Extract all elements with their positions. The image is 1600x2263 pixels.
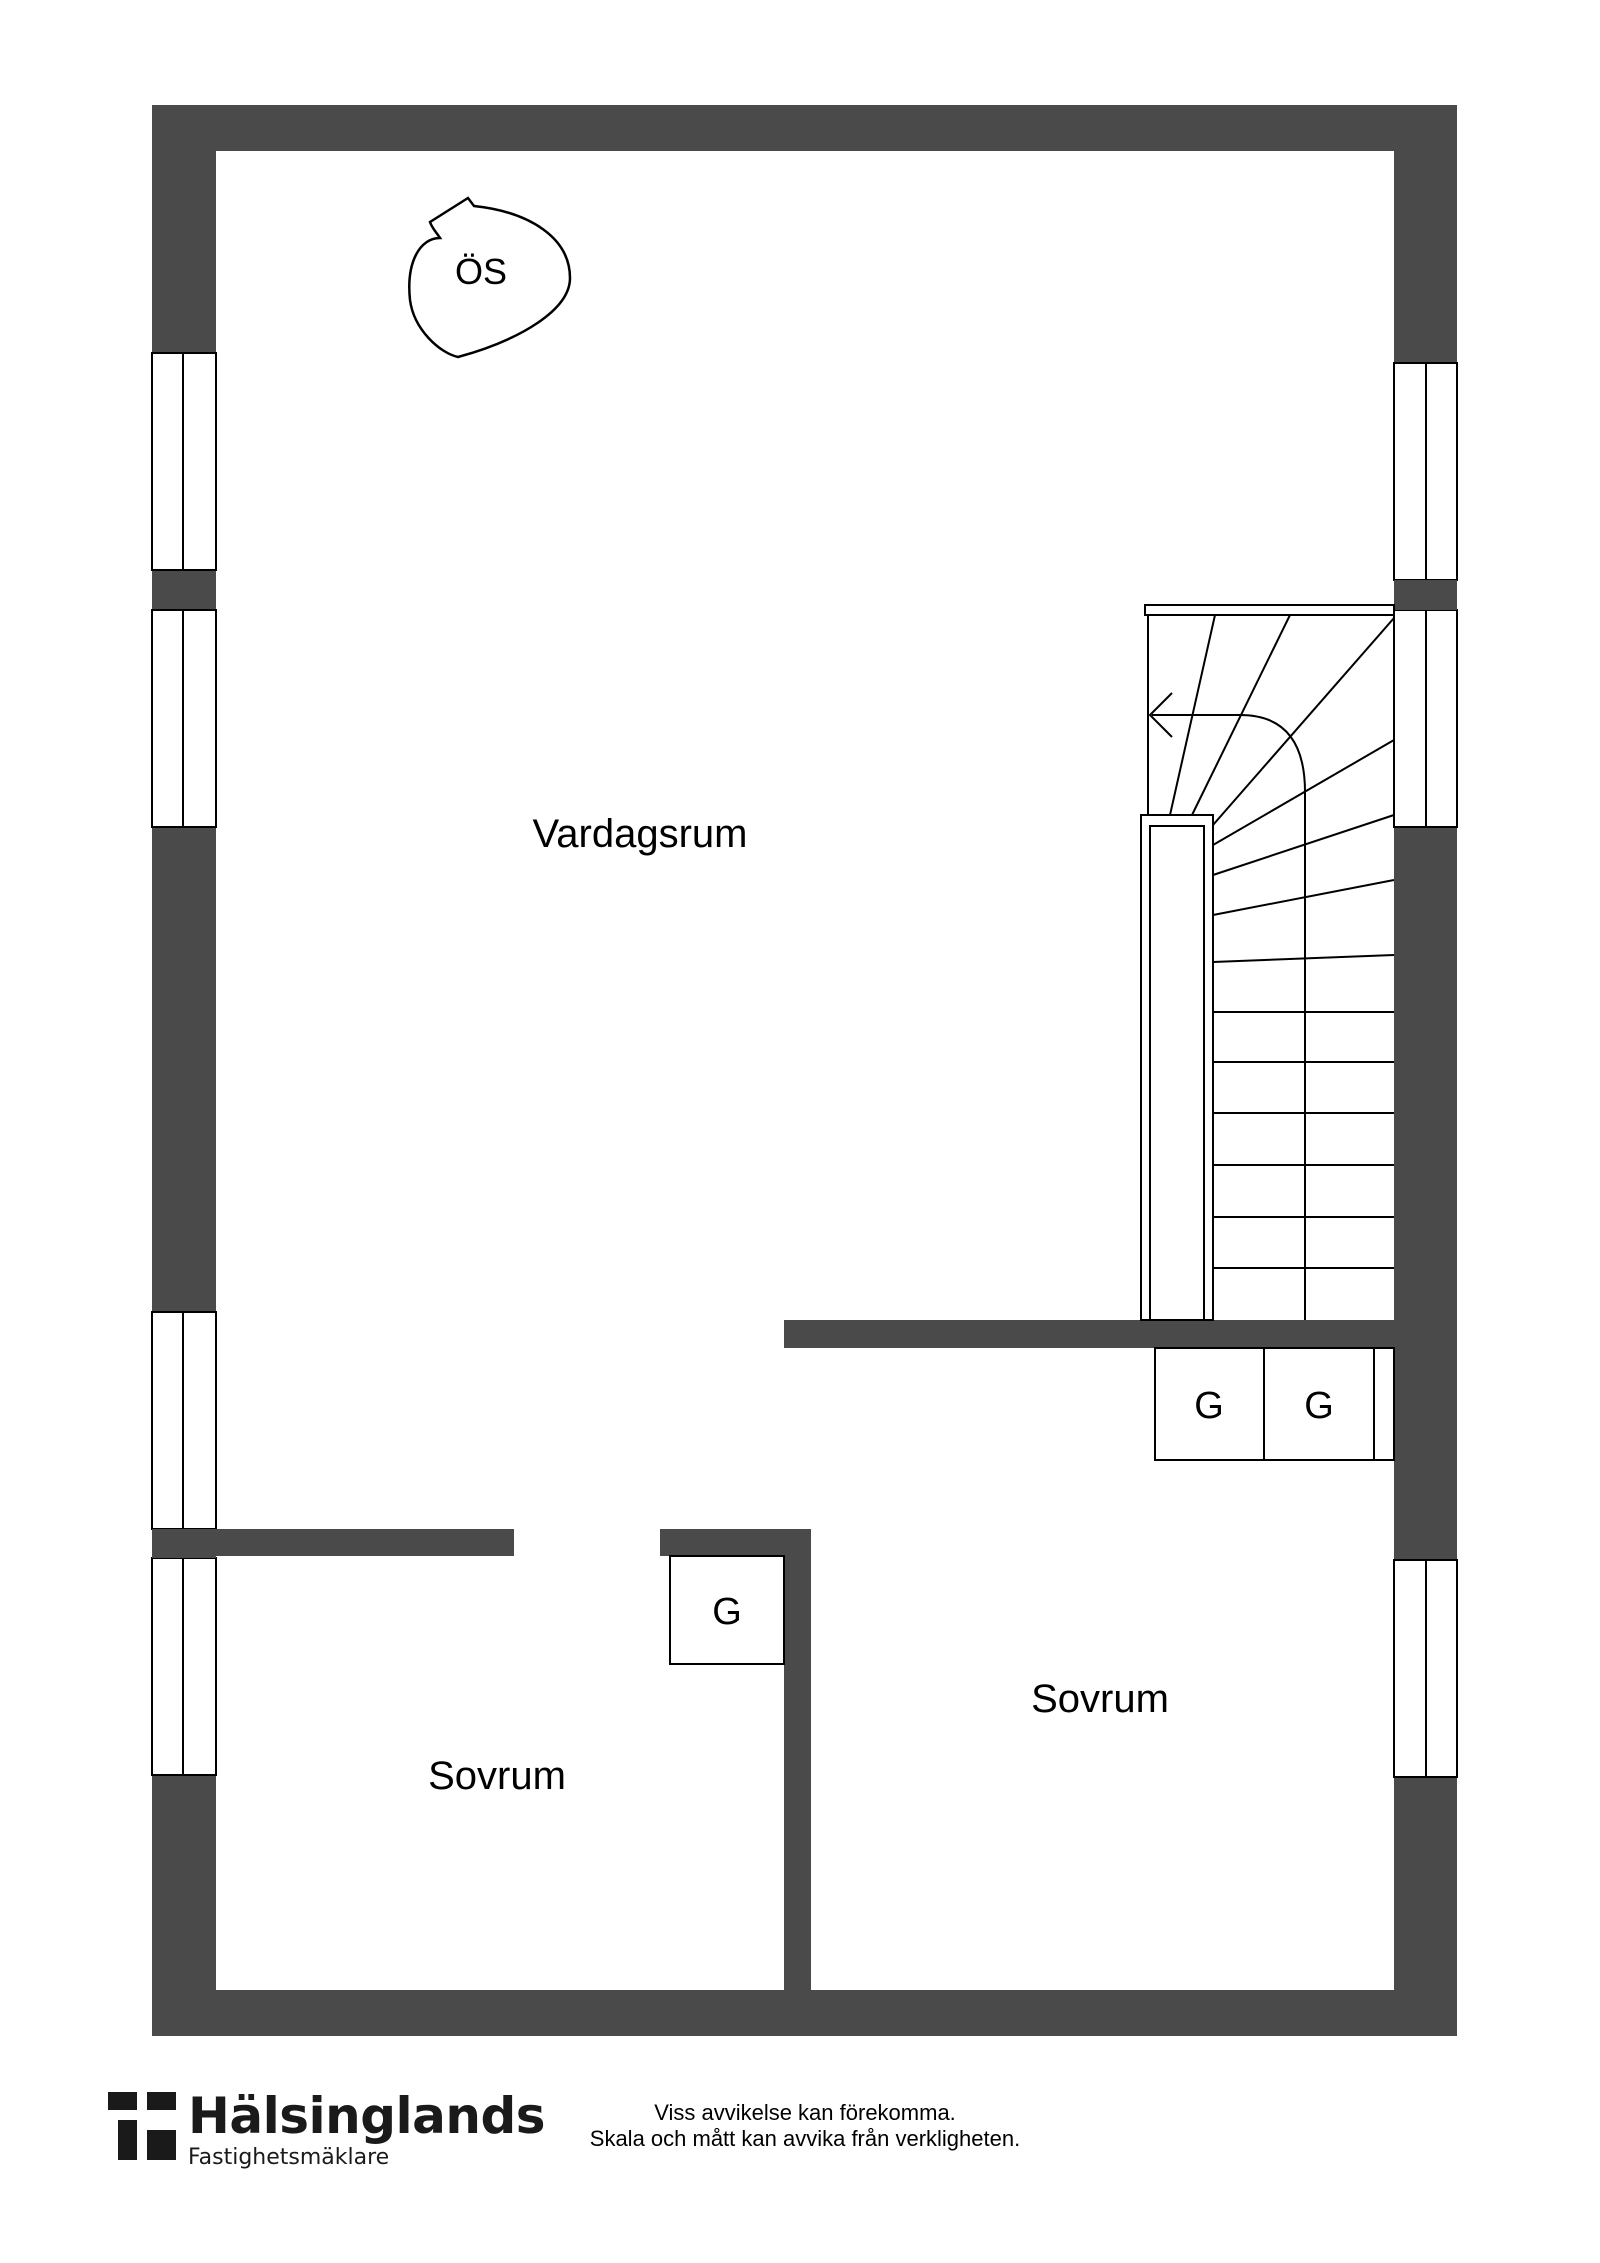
stove-icon	[408, 196, 572, 359]
wall-bottom	[152, 1990, 1457, 2036]
wardrobes	[669, 1347, 1395, 1665]
room-label-living: Vardagsrum	[533, 812, 748, 856]
disclaimer-line-1: Viss avvikelse kan förekomma.	[654, 2100, 956, 2125]
disclaimer-line-2: Skala och mått kan avvika från verklighe…	[589, 2126, 1021, 2151]
brand-logo: Hälsinglands Fastighetsmäklare	[108, 2087, 546, 2170]
brand-tagline: Fastighetsmäklare	[188, 2145, 390, 2170]
wall-bedroom-top-left	[216, 1529, 514, 1556]
wall-bedroom-divider	[784, 1529, 811, 1990]
interior-walls	[216, 1320, 1394, 1990]
stove-label: ÖS	[455, 251, 507, 292]
windows	[151, 352, 1458, 1778]
disclaimer: Viss avvikelse kan förekomma. Skala och …	[540, 2100, 1070, 2152]
room-label-bedroom-right: Sovrum	[1031, 1677, 1169, 1721]
halsinglands-logo-icon	[108, 2092, 176, 2160]
wall-stairs-bottom	[784, 1320, 1394, 1348]
staircase	[1140, 604, 1395, 1321]
room-label-bedroom-left: Sovrum	[428, 1754, 566, 1798]
arrow-left-icon	[1148, 692, 1173, 738]
footer: Hälsinglands Fastighetsmäklare Viss avvi…	[0, 2080, 1600, 2220]
wardrobe-box-c	[669, 1555, 785, 1665]
brand-name: Hälsinglands	[188, 2087, 546, 2145]
wardrobe-label-b: G	[1304, 1385, 1334, 1427]
wardrobe-label-a: G	[1194, 1385, 1224, 1427]
wardrobe-label-c: G	[712, 1591, 742, 1633]
wall-top	[152, 105, 1457, 151]
wardrobe-box-a	[1154, 1347, 1265, 1461]
wardrobe-box-b	[1263, 1347, 1375, 1461]
